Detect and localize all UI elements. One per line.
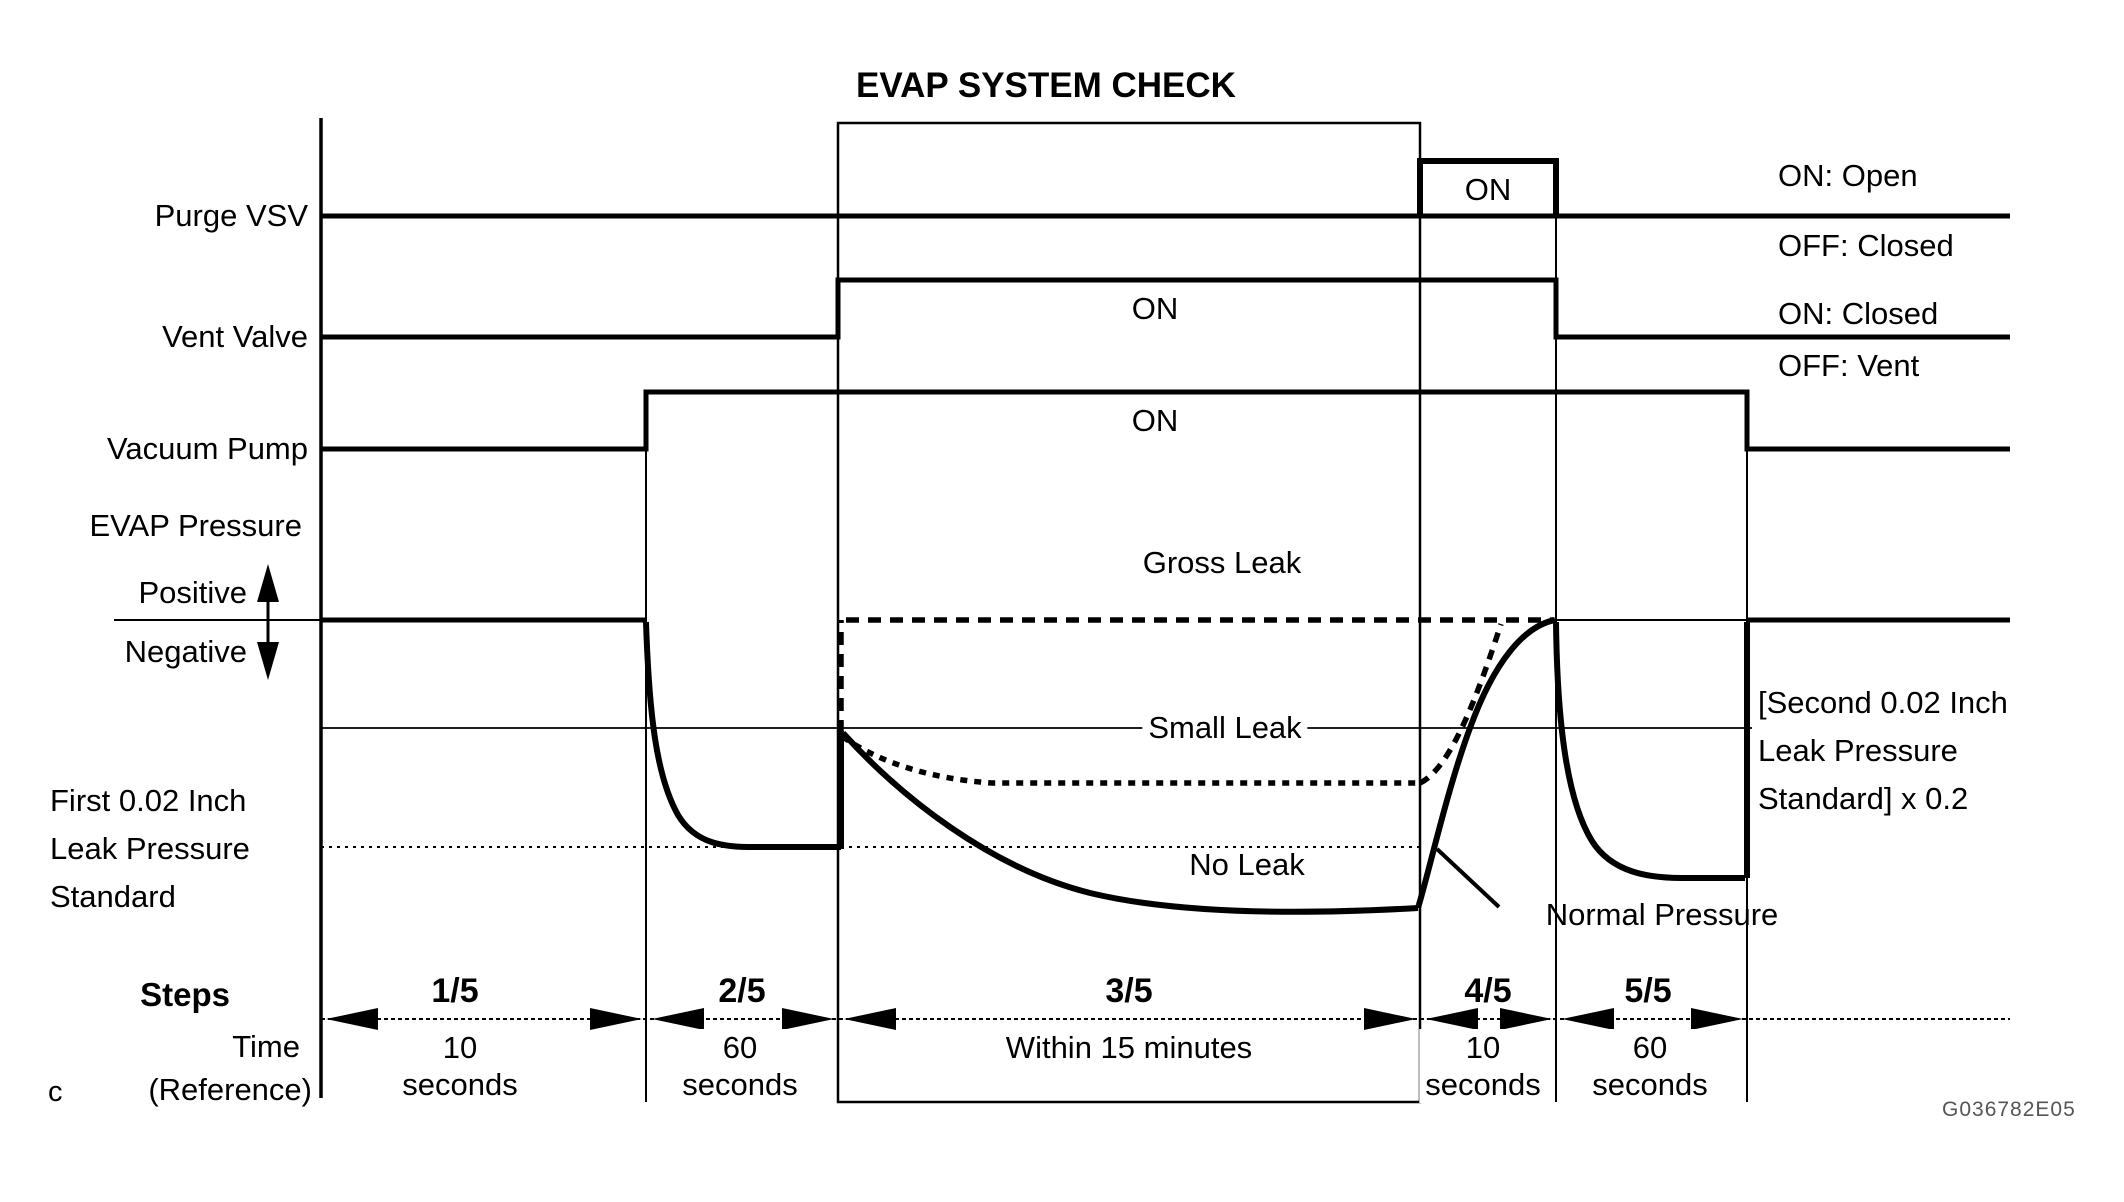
arrow-down-icon xyxy=(257,642,279,680)
small-leak-label: Small Leak xyxy=(1142,710,1308,746)
curve-step2-drop xyxy=(643,621,841,850)
pump-on-label: ON xyxy=(1131,403,1179,438)
step5-arrow-right-icon xyxy=(1691,1008,1743,1030)
pressure-negative-label: Negative xyxy=(124,634,247,669)
step2-arrow-left-icon xyxy=(652,1008,704,1030)
corner-mark: c xyxy=(48,1076,63,1108)
page-title: EVAP SYSTEM CHECK xyxy=(856,66,1236,105)
time-2-line1: 60 xyxy=(722,1030,758,1065)
step5-arrow-left-icon xyxy=(1562,1008,1614,1030)
time-5-line1: 60 xyxy=(1632,1030,1668,1065)
time-3-line1: Within 15 minutes xyxy=(1005,1030,1253,1065)
step3-arrow-left-icon xyxy=(844,1008,896,1030)
time-1-line2: seconds xyxy=(402,1067,518,1102)
second-standard-line2: Leak Pressure xyxy=(1758,733,1958,768)
step3-outline-box xyxy=(836,121,1422,1104)
step2-arrow-right-icon xyxy=(782,1008,834,1030)
vent-legend-on: ON: Closed xyxy=(1778,296,1939,331)
step3-arrow-right-icon xyxy=(1364,1008,1416,1030)
first-standard-line3: Standard xyxy=(50,879,176,914)
curve-step5-drop xyxy=(1553,621,1745,881)
step-5-label: 5/5 xyxy=(1624,972,1672,1010)
normal-pressure-leader xyxy=(1435,847,1501,909)
second-standard-text: [Second 0.02 Inch Leak Pressure Standard… xyxy=(1752,679,2014,823)
vent-legend-off: OFF: Vent xyxy=(1778,348,1920,383)
no-leak-label: No Leak xyxy=(1189,847,1305,882)
vent-valve-label: Vent Valve xyxy=(162,319,308,354)
step1-arrow-right-icon xyxy=(590,1008,642,1030)
step-3-label: 3/5 xyxy=(1105,972,1153,1010)
vacuum-pump-signal xyxy=(321,389,2010,452)
time-row-label: Time xyxy=(232,1029,300,1064)
first-standard-text: First 0.02 Inch Leak Pressure Standard xyxy=(50,777,250,921)
curve-no-leak xyxy=(840,730,1419,915)
step-2-label: 2/5 xyxy=(718,972,766,1010)
time-2-label: 60 seconds xyxy=(676,1029,804,1103)
time-4-label: 10 seconds xyxy=(1419,1029,1547,1103)
curve-small-leak-recovery xyxy=(1418,623,1504,786)
step-4-label: 4/5 xyxy=(1464,972,1512,1010)
time-1-label: 10 seconds xyxy=(396,1029,524,1103)
second-standard-line3: Standard] x 0.2 xyxy=(1758,781,1969,816)
evap-pressure-label: EVAP Pressure xyxy=(89,508,302,543)
figure-code: G036782E05 xyxy=(1942,1098,2076,1121)
purge-vsv-pulse xyxy=(1417,158,1559,216)
purge-legend-off: OFF: Closed xyxy=(1778,228,1954,263)
steps-row-label: Steps xyxy=(140,976,230,1013)
step4-arrow-left-icon xyxy=(1426,1008,1478,1030)
vacuum-pump-label: Vacuum Pump xyxy=(106,431,308,466)
first-standard-line1: First 0.02 Inch xyxy=(50,783,247,818)
arrow-up-icon xyxy=(257,564,279,602)
purge-vsv-label: Purge VSV xyxy=(154,198,308,233)
step4-arrow-right-icon xyxy=(1500,1008,1552,1030)
curve-no-leak-recovery xyxy=(1415,617,1556,909)
time-1-line1: 10 xyxy=(442,1030,478,1065)
curve-small-leak-dotted xyxy=(841,734,1420,786)
time-3-label: Within 15 minutes xyxy=(1006,1029,1252,1066)
time-4-line2: seconds xyxy=(1425,1067,1541,1102)
arrowheads xyxy=(257,564,1743,1030)
purge-on-label: ON xyxy=(1464,172,1512,207)
step-1-label: 1/5 xyxy=(431,972,479,1010)
purge-legend-on: ON: Open xyxy=(1778,158,1918,193)
vent-valve-signal xyxy=(321,277,2010,340)
pressure-positive-label: Positive xyxy=(138,575,247,610)
gross-leak-label: Gross Leak xyxy=(1142,545,1302,580)
time-5-line2: seconds xyxy=(1592,1067,1708,1102)
step1-arrow-left-icon xyxy=(326,1008,378,1030)
second-standard-line1: [Second 0.02 Inch xyxy=(1758,685,2008,720)
first-standard-line2: Leak Pressure xyxy=(50,831,250,866)
reference-row-label: (Reference) xyxy=(148,1072,312,1107)
time-4-line1: 10 xyxy=(1465,1030,1501,1065)
time-5-label: 60 seconds xyxy=(1586,1029,1714,1103)
vent-on-label: ON xyxy=(1131,291,1179,326)
time-2-line2: seconds xyxy=(682,1067,798,1102)
normal-pressure-label: Normal Pressure xyxy=(1545,897,1779,932)
